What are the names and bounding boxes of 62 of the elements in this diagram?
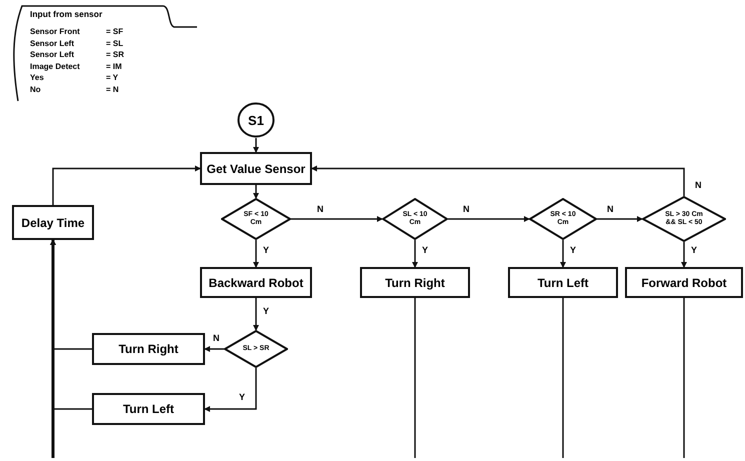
key-code: = SF [106, 27, 124, 36]
box-label: Turn Right [385, 276, 445, 290]
edge-label: N [606, 204, 614, 214]
process-box [200, 152, 312, 185]
key-term: Image Detect [30, 62, 80, 70]
connector-circle [237, 102, 275, 138]
key-heading: Input from sensor [30, 9, 102, 19]
key-code: = SL [106, 38, 124, 48]
key-code: = SR [106, 50, 124, 59]
box-label: Turn Left [537, 276, 589, 290]
decision-diamond [529, 198, 597, 240]
arrow [253, 240, 259, 268]
arrow [681, 242, 687, 268]
key-term: Sensor Left [30, 50, 74, 59]
process-box [508, 267, 618, 298]
key-term: Sensor Front [30, 27, 80, 36]
arrow [52, 166, 201, 205]
process-box [625, 267, 743, 298]
edge-label: N [316, 204, 324, 214]
arrow [204, 346, 224, 352]
arrow [253, 298, 259, 331]
arrow [412, 240, 418, 268]
edge-label: Y [238, 392, 246, 402]
box-label: Get Value Sensor [206, 162, 306, 176]
arrow [560, 240, 566, 268]
process-box [92, 393, 205, 425]
process-box [360, 267, 470, 298]
edge-label: Y [262, 245, 270, 255]
edge-label: Y [421, 245, 430, 255]
decision-diamond [642, 196, 726, 242]
edge-label: N [694, 180, 702, 190]
edge-label: Y [262, 306, 270, 316]
arrow [253, 138, 259, 153]
edge-label: N [462, 204, 470, 214]
box-label: Turn Right [118, 342, 178, 356]
connector-label: S1 [248, 112, 264, 128]
decision-diamond [382, 198, 448, 240]
key-term: Sensor Left [30, 38, 74, 48]
arrow [597, 216, 643, 222]
process-box [200, 267, 312, 298]
edge-label: N [212, 333, 220, 343]
decision-diamond [224, 330, 288, 368]
edge-label: Y [569, 245, 578, 255]
key-term: Yes [30, 73, 44, 82]
key-code: = IM [106, 62, 122, 70]
key-code: = N [106, 84, 119, 94]
arrow [50, 239, 56, 458]
box-label: Forward Robot [641, 276, 727, 290]
process-box [92, 333, 205, 365]
arrow [204, 368, 257, 412]
key-term: No [30, 84, 41, 94]
arrow [291, 216, 383, 222]
box-label: Backward Robot [208, 276, 304, 290]
edge-label: Y [690, 245, 698, 255]
box-label: Turn Left [122, 402, 174, 416]
arrow [253, 185, 259, 199]
arrow [311, 166, 685, 196]
key-code: = Y [106, 73, 118, 82]
process-box [12, 205, 94, 240]
decision-diamond [221, 198, 291, 240]
box-label: Delay Time [21, 216, 85, 230]
arrow [448, 216, 530, 222]
